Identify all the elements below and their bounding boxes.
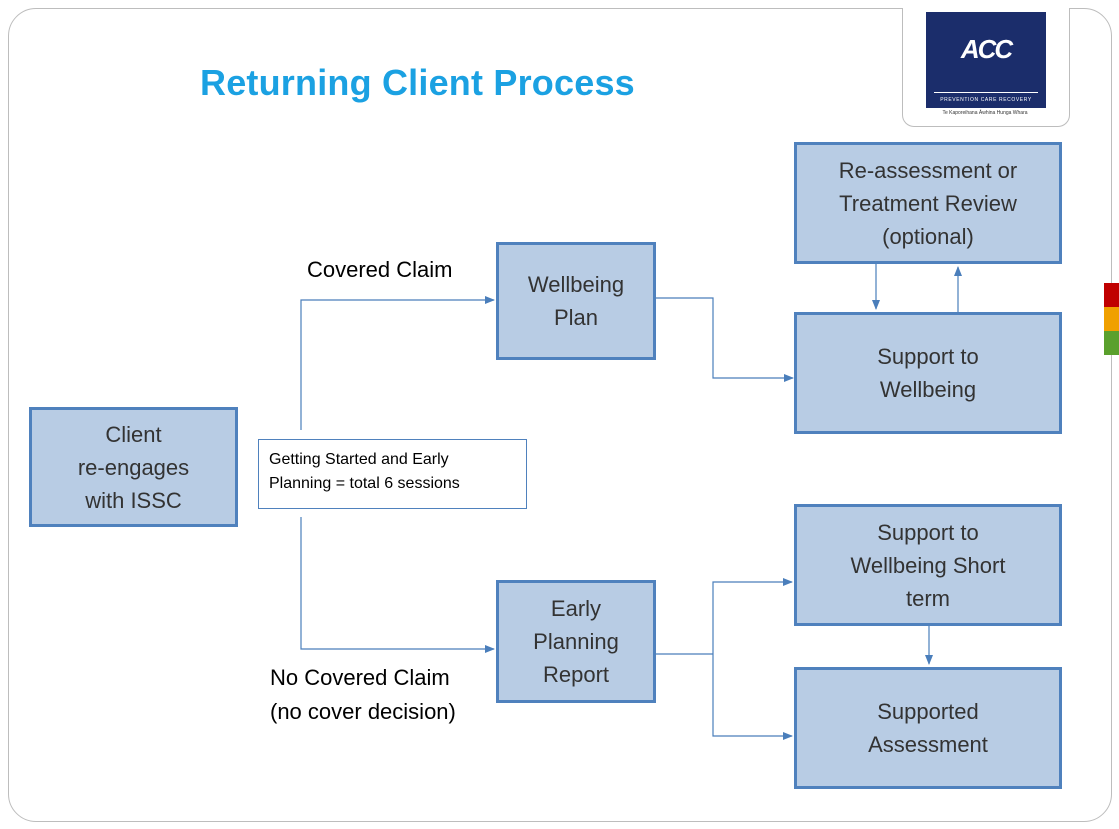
node-supported-assessment: Supported Assessment bbox=[794, 667, 1062, 789]
side-bar-orange bbox=[1104, 307, 1119, 331]
side-bar-green bbox=[1104, 331, 1119, 355]
node-supported-assessment-label: Supported Assessment bbox=[868, 699, 988, 757]
node-support-short-term: Support to Wellbeing Short term bbox=[794, 504, 1062, 626]
logo-tagline: PREVENTION CARE RECOVERY bbox=[940, 97, 1032, 103]
connector-wellbeing-plan-to-support bbox=[656, 297, 794, 382]
label-covered-claim: Covered Claim bbox=[307, 257, 453, 282]
node-support-to-wellbeing-label: Support to Wellbeing bbox=[877, 344, 979, 402]
node-reassessment-label: Re-assessment or Treatment Review (optio… bbox=[838, 157, 1018, 249]
connector-early-planning-to-supported-assessment bbox=[712, 654, 793, 740]
node-client-reengages: Client re-engages with ISSC bbox=[29, 407, 238, 527]
label-no-covered-claim: No Covered Claim (no cover decision) bbox=[270, 665, 456, 724]
acc-logo: ACC PREVENTION CARE RECOVERY bbox=[926, 12, 1046, 108]
node-early-planning-report-label: Early Planning Report bbox=[533, 596, 619, 687]
node-support-short-term-label: Support to Wellbeing Short term bbox=[850, 519, 1006, 611]
node-reassessment: Re-assessment or Treatment Review (optio… bbox=[794, 142, 1062, 264]
node-support-to-wellbeing: Support to Wellbeing bbox=[794, 312, 1062, 434]
node-client-reengages-label: Client re-engages with ISSC bbox=[77, 421, 190, 513]
logo-divider bbox=[934, 92, 1038, 93]
node-early-planning-report: Early Planning Report bbox=[496, 580, 656, 703]
connector-client-to-early-planning bbox=[300, 517, 495, 653]
connector-client-to-wellbeing-plan bbox=[300, 296, 495, 430]
connector-early-planning-to-short-term bbox=[712, 578, 793, 654]
logo-subtitle: Te Kaporeihana Āwhina Hunga Whara bbox=[942, 110, 1028, 116]
sessions-note: Getting Started and Early Planning = tot… bbox=[258, 439, 527, 509]
side-bar-red bbox=[1104, 283, 1119, 307]
logo-mark: ACC bbox=[960, 34, 1013, 64]
node-wellbeing-plan-label: Wellbeing Plan bbox=[527, 272, 625, 330]
node-wellbeing-plan: Wellbeing Plan bbox=[496, 242, 656, 360]
page-title: Returning Client Process bbox=[200, 62, 635, 103]
